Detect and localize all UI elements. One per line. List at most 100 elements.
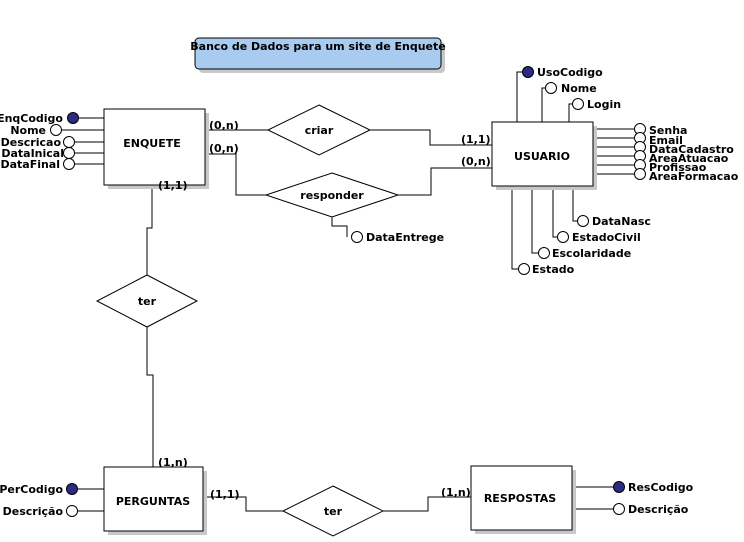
attribute-enqcodigo[interactable]: EnqCodigo: [0, 112, 79, 125]
line-perguntas-ter: [203, 496, 283, 512]
card-respostas-ter: (1,n): [441, 486, 471, 499]
attribute-icon: [63, 147, 75, 159]
attr-label: Nome: [10, 124, 46, 137]
relationship-criar-label: criar: [305, 124, 334, 137]
attribute-estadocivil[interactable]: EstadoCivil: [557, 231, 641, 244]
attr-label: ResCodigo: [628, 481, 694, 494]
attr-label: Nome: [561, 82, 597, 95]
line-attr-datanasc: [572, 186, 578, 222]
attribute-usocodigo[interactable]: UsoCodigo: [522, 66, 604, 79]
attribute-datafinal[interactable]: DataFinal: [0, 158, 75, 171]
attribute-datainical[interactable]: DataInical: [1, 147, 75, 160]
entity-perguntas-label: PERGUNTAS: [116, 495, 190, 508]
attribute-escolaridade[interactable]: Escolaridade: [538, 247, 632, 260]
card-perguntas-ter2: (1,1): [210, 488, 240, 501]
relationship-ter-respostas-label: ter: [324, 505, 343, 518]
attr-label: Descricao: [1, 136, 62, 149]
card-usuario-criar: (1,1): [461, 133, 491, 146]
title-box: [194, 37, 442, 70]
relationship-responder-label: responder: [300, 189, 364, 202]
attribute-rescodigo[interactable]: ResCodigo: [613, 481, 694, 494]
attr-label: Profissao: [649, 161, 707, 174]
attribute-datacadastro[interactable]: DataCadastro: [634, 141, 735, 157]
relationship-ter-respostas[interactable]: ter: [281, 485, 385, 537]
attr-label: Escolaridade: [552, 247, 631, 260]
line-criar-usuario: [370, 129, 492, 146]
attribute-icon: [351, 231, 363, 243]
attr-label: DataCadastro: [649, 143, 734, 156]
entity-enquete[interactable]: ENQUETE: [103, 108, 209, 189]
attribute-icon: [63, 136, 75, 148]
line-ter-perguntas: [146, 327, 154, 467]
diagram-title: Banco de Dados para um site de Enquete: [190, 40, 445, 53]
attribute-icon: [572, 98, 584, 110]
line-responder-usuario: [398, 167, 492, 196]
attr-label: Senha: [649, 124, 687, 137]
attribute-icon: [545, 82, 557, 94]
attribute-areaformacao[interactable]: AreaFormacao: [634, 168, 739, 184]
attribute-nome-enquete[interactable]: Nome: [10, 124, 62, 137]
attribute-icon: [50, 124, 62, 136]
card-usuario-responder: (0,n): [461, 155, 491, 168]
attribute-areaatuacao[interactable]: AreaAtuacao: [634, 150, 729, 166]
attr-label: AreaAtuacao: [649, 152, 729, 165]
attribute-icon: [538, 247, 550, 259]
attribute-login[interactable]: Login: [572, 98, 622, 111]
line-attr-estado: [511, 186, 519, 270]
attribute-datanasc[interactable]: DataNasc: [577, 215, 651, 228]
attribute-nome-usuario[interactable]: Nome: [545, 82, 597, 95]
card-enquete-responder: (0,n): [209, 142, 239, 155]
relationship-ter-enquete[interactable]: ter: [95, 274, 199, 328]
attr-label: Email: [649, 134, 683, 147]
attr-label: EnqCodigo: [0, 112, 63, 125]
attr-label: DataInical: [1, 147, 64, 160]
attribute-icon: [613, 503, 625, 515]
attribute-percodigo[interactable]: PerCodigo: [0, 483, 78, 496]
line-responder-dataentrege: [331, 217, 348, 237]
attribute-descricao-perguntas[interactable]: Descrição: [3, 505, 78, 518]
attr-label: Descrição: [3, 505, 64, 518]
entity-usuario-label: USUARIO: [514, 150, 570, 163]
entity-enquete-label: ENQUETE: [123, 137, 181, 150]
relationship-responder[interactable]: responder: [264, 172, 400, 218]
entity-usuario[interactable]: USUARIO: [491, 121, 597, 190]
line-ter-respostas: [383, 496, 471, 512]
attr-label: Estado: [532, 263, 575, 276]
attr-label: DataNasc: [592, 215, 651, 228]
line-attr-estadocivil: [552, 186, 558, 238]
attr-label: EstadoCivil: [572, 231, 641, 244]
line-enquete-ter: [146, 186, 153, 275]
attribute-icon: [66, 505, 78, 517]
attr-label: UsoCodigo: [537, 66, 603, 79]
attribute-descricao-respostas[interactable]: Descrição: [613, 503, 689, 516]
card-enquete-ter: (1,1): [158, 179, 188, 192]
key-icon: [66, 483, 78, 495]
key-icon: [522, 66, 534, 78]
attr-label: PerCodigo: [0, 483, 63, 496]
key-icon: [67, 112, 79, 124]
key-icon: [613, 481, 625, 493]
attribute-estado[interactable]: Estado: [518, 263, 575, 276]
entity-perguntas[interactable]: PERGUNTAS: [103, 466, 207, 535]
attribute-icon: [577, 215, 589, 227]
attr-label: DataFinal: [0, 158, 60, 171]
card-enquete-criar: (0,n): [209, 119, 239, 132]
entity-respostas[interactable]: RESPOSTAS: [470, 465, 576, 534]
entity-respostas-label: RESPOSTAS: [484, 492, 556, 505]
line-attr-usocodigo: [516, 71, 527, 122]
attr-label: Descrição: [628, 503, 689, 516]
relationship-ter-enquete-label: ter: [138, 295, 157, 308]
attr-label: Login: [587, 98, 621, 111]
attribute-icon: [63, 158, 75, 170]
attribute-icon: [518, 263, 530, 275]
relationship-criar[interactable]: criar: [266, 104, 372, 156]
line-enquete-responder: [205, 153, 266, 196]
card-perguntas-ter: (1,n): [158, 456, 188, 469]
attribute-icon: [634, 168, 646, 180]
attr-label: AreaFormacao: [649, 170, 739, 183]
attr-label: DataEntrege: [366, 231, 444, 244]
attribute-dataentrege[interactable]: DataEntrege: [351, 231, 445, 244]
attribute-senha[interactable]: Senha: [634, 123, 688, 138]
line-attr-escolaridade: [531, 186, 539, 254]
